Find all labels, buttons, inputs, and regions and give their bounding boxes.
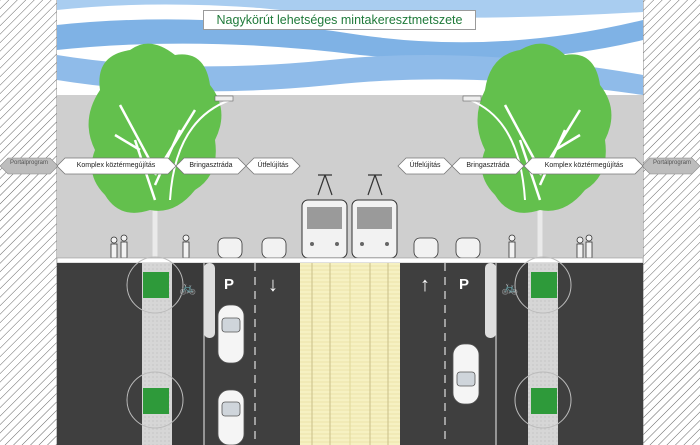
- tram-elevation: [301, 174, 398, 259]
- right-bike-lane: [496, 263, 528, 445]
- left-bike-lane: [172, 263, 204, 445]
- left-kerb-island: [204, 263, 215, 338]
- bike-lane-symbol-right: 🚲: [501, 279, 519, 295]
- plan-cars: [217, 304, 480, 445]
- right-kerb-island: [485, 263, 496, 338]
- parking-sign-right: P: [459, 276, 470, 293]
- left-facade-hatch: [0, 0, 57, 445]
- label-arrow-band: [0, 157, 700, 175]
- tag-left-road-renewal: Útfelújítás: [257, 162, 289, 169]
- side-label-right: Portál­program: [652, 160, 691, 166]
- bike-lane-symbol-left: 🚲: [179, 279, 197, 295]
- arrow-up-marking: ↑: [420, 274, 430, 296]
- tag-right-road-renewal: Útfelújítás: [409, 162, 441, 169]
- arrow-down-marking: ↓: [268, 274, 278, 296]
- side-label-left: Portál­program: [9, 160, 48, 166]
- tag-right-public-space: Komplex köztérmegújítás: [544, 162, 624, 169]
- tag-right-bike-highway: Bringasztráda: [466, 162, 510, 169]
- plan-trees: [126, 256, 572, 429]
- diagram-title: Nagykörút lehetséges mintakeresztmetszet…: [203, 10, 476, 30]
- tag-left-public-space: Komplex köztérmegújítás: [76, 162, 156, 169]
- right-facade-hatch: [643, 0, 700, 445]
- sky-band-top: [57, 0, 643, 18]
- vehicles-people-elevation: [110, 234, 593, 259]
- parking-sign-left: P: [224, 276, 235, 293]
- tag-left-bike-highway: Bringasztráda: [189, 162, 233, 169]
